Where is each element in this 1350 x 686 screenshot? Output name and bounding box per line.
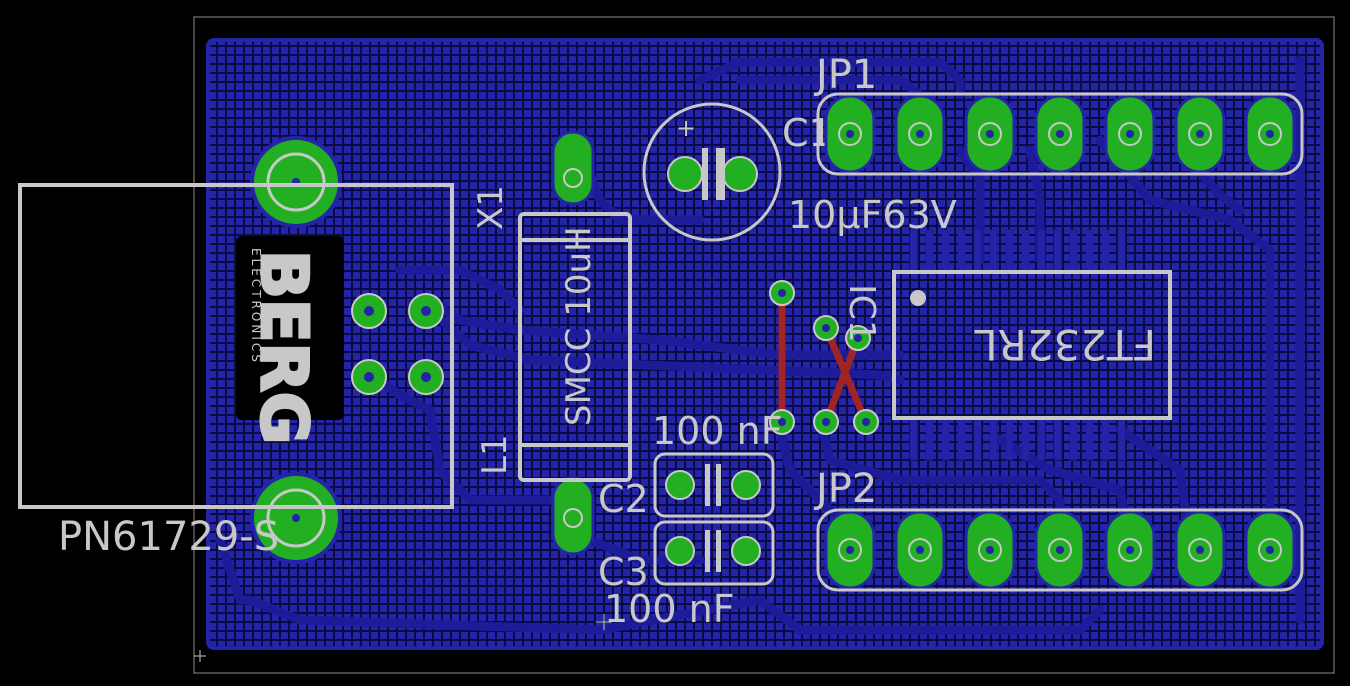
berg-electronics-logo: BERG ELECTRONICS [236, 236, 344, 446]
ic1-pads [909, 229, 1126, 461]
capacitor-c2: C2 100 nF [598, 409, 783, 521]
c1-polarity: + [676, 114, 696, 142]
jp2-ref: JP2 [813, 466, 877, 512]
jp1-pin-hole-1 [846, 130, 854, 138]
jp2-pin-hole-7 [1266, 546, 1274, 554]
usb-connector-label: PN61729-S [58, 514, 279, 560]
ic1-part: FT232RL [974, 320, 1156, 369]
jp2-pin-hole-3 [986, 546, 994, 554]
ic1-ref: IC1 [841, 284, 882, 343]
crystal-package-label: SMCC 10uH [559, 226, 599, 426]
jp1-pin-hole-3 [986, 130, 994, 138]
capacitor-c3: C3 100 nF [598, 520, 775, 631]
jp2-outline [816, 508, 1304, 592]
jp1-ref: JP1 [813, 52, 877, 98]
crystal-x1: SMCC 10uH X1 L1 [471, 130, 632, 556]
jp2-pin-hole-2 [916, 546, 924, 554]
jp2-pin-hole-1 [846, 546, 854, 554]
jp1-pin-hole-2 [916, 130, 924, 138]
top-layer-traces [778, 289, 870, 426]
jp1-outline [816, 92, 1304, 176]
board-outline [193, 16, 1335, 674]
capacitor-c1: + C1 10µF63V [642, 102, 957, 242]
jp2-pin-hole-5 [1126, 546, 1134, 554]
c1-value: 10µF63V [788, 193, 957, 237]
header-jp2: JP2 [813, 466, 1304, 592]
jp2-pin-hole-4 [1056, 546, 1064, 554]
ic1-ft232rl: FT232RL IC1 [841, 270, 1172, 420]
jp1-pin-hole-5 [1126, 130, 1134, 138]
c1-ref: C1 [782, 111, 833, 155]
c2-value: 100 nF [652, 409, 783, 453]
crystal-ref: X1 [471, 185, 511, 230]
jp2-pin-hole-6 [1196, 546, 1204, 554]
c3-value: 100 nF [604, 587, 735, 631]
header-jp1: JP1 [813, 52, 1304, 176]
jp1-pin-hole-6 [1196, 130, 1204, 138]
c3-ref: C3 [598, 550, 649, 594]
usb-connector-outline [18, 183, 454, 509]
inductor-ref: L1 [475, 434, 515, 475]
usb-mounting-holes [250, 136, 342, 564]
c2-ref: C2 [598, 477, 649, 521]
svg-text:BERG: BERG [246, 250, 320, 444]
jp1-pin-hole-4 [1056, 130, 1064, 138]
jp1-pin-hole-7 [1266, 130, 1274, 138]
svg-text:ELECTRONICS: ELECTRONICS [249, 248, 263, 365]
